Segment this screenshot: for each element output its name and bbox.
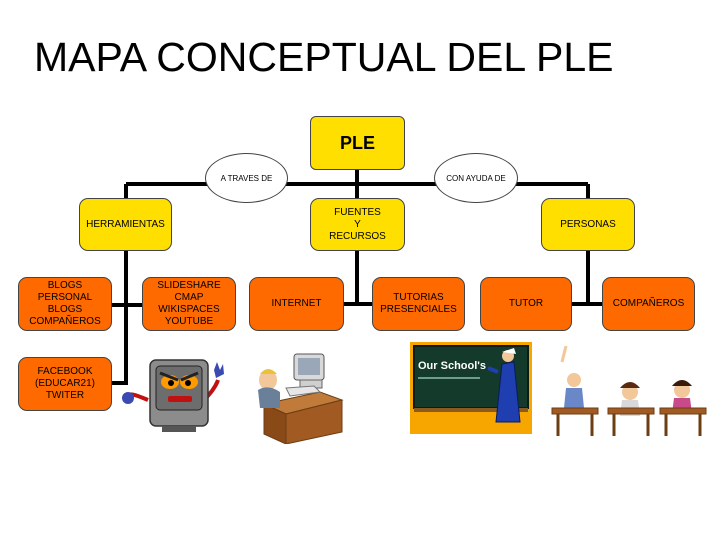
ple-node: PLE — [310, 116, 405, 170]
personas-node: PERSONAS — [541, 198, 635, 251]
students-desks-illustration — [551, 346, 707, 436]
link-label-a-traves-de: A TRAVES DE — [205, 153, 288, 203]
link-label-con-ayuda-de: CON AYUDA DE — [434, 153, 518, 203]
slideshare-node: SLIDESHARE CMAP WIKISPACES YOUTUBE — [142, 277, 236, 331]
desk-computer-illustration — [258, 353, 344, 444]
angry-computer-illustration — [122, 359, 224, 432]
school-chalkboard-illustration: Our School's — [410, 342, 532, 434]
page-title: MAPA CONCEPTUAL DEL PLE — [34, 34, 614, 80]
internet-node: INTERNET — [249, 277, 344, 331]
fuentes-recursos-node: FUENTES Y RECURSOS — [310, 198, 405, 251]
companeros-node: COMPAÑEROS — [602, 277, 695, 331]
tutorias-node: TUTORIAS PRESENCIALES — [372, 277, 465, 331]
facebook-node: FACEBOOK (EDUCAR21) TWITER — [18, 357, 112, 411]
tutor-node: TUTOR — [480, 277, 572, 331]
blogs-node: BLOGS PERSONAL BLOGS COMPAÑEROS — [18, 277, 112, 331]
board-text: Our School's — [418, 360, 486, 372]
herramientas-node: HERRAMIENTAS — [79, 198, 172, 251]
